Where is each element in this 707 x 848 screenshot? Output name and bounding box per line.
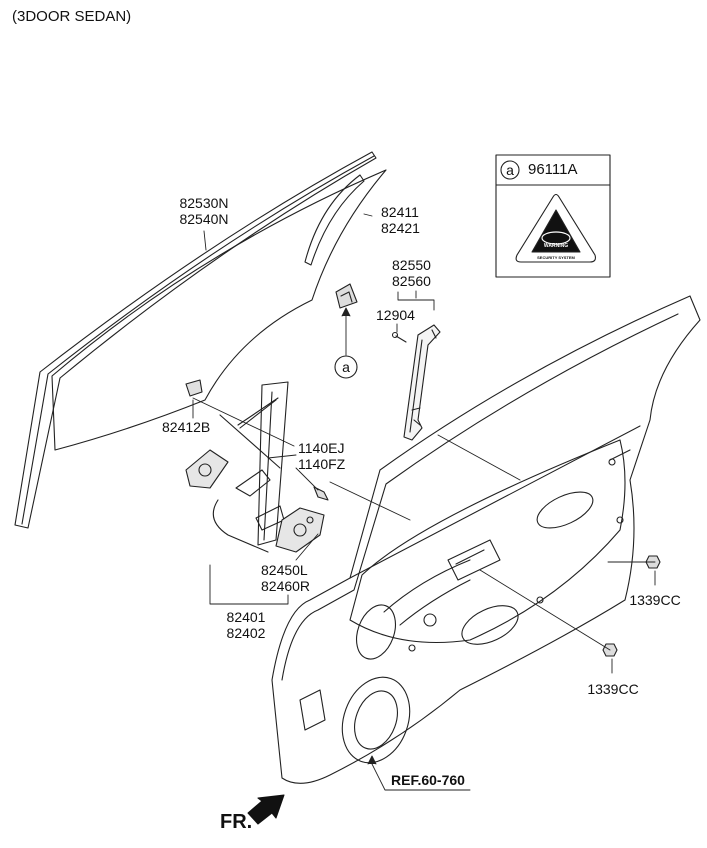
detail-box [495,154,611,278]
part-1339CC-upper: 1339CC [629,592,681,608]
window-regulator [185,381,289,553]
glass-holder [335,283,358,309]
door-frame [271,295,701,784]
badge-bottom-text: SECURITY SYSTEM [537,255,575,260]
part-1140EJ: 1140EJ [298,440,345,456]
detail-box-marker: a [506,162,514,178]
bolt-1140EJ [313,486,329,501]
reference-label: REF.60-760 [391,772,465,788]
part-82530N: 82530N [179,195,229,211]
bolt-12904 [391,331,407,343]
variant-title: (3DOOR SEDAN) [12,8,132,25]
part-82450L: 82450L [261,562,308,578]
leader-lines [192,213,656,791]
part-1140FZ: 1140FZ [298,456,346,472]
regulator-motor [275,507,325,553]
front-label: FR. [220,811,253,833]
callout-a [334,355,358,379]
part-82550: 82550 [392,257,431,273]
part-82540N: 82540N [179,211,229,227]
part-12904: 12904 [376,307,415,323]
part-1339CC-lower: 1339CC [587,681,639,697]
part-82421: 82421 [381,220,420,236]
detail-box-code: 96111A [528,161,578,178]
part-82460R: 82460R [261,578,311,594]
part-82412B: 82412B [162,419,211,435]
holder-82412B [185,379,203,397]
door-glass [51,169,387,451]
part-82560: 82560 [392,273,431,289]
part-82411: 82411 [381,204,419,220]
rear-channel [403,324,441,441]
front-channel-strip [304,174,365,266]
part-82402: 82402 [226,625,266,641]
callout-marker: a [342,359,350,375]
part-82401: 82401 [226,609,266,625]
front-arrow-icon [247,794,285,825]
glass-run-channel [14,151,377,529]
badge-top-text: WARNING [543,243,569,249]
